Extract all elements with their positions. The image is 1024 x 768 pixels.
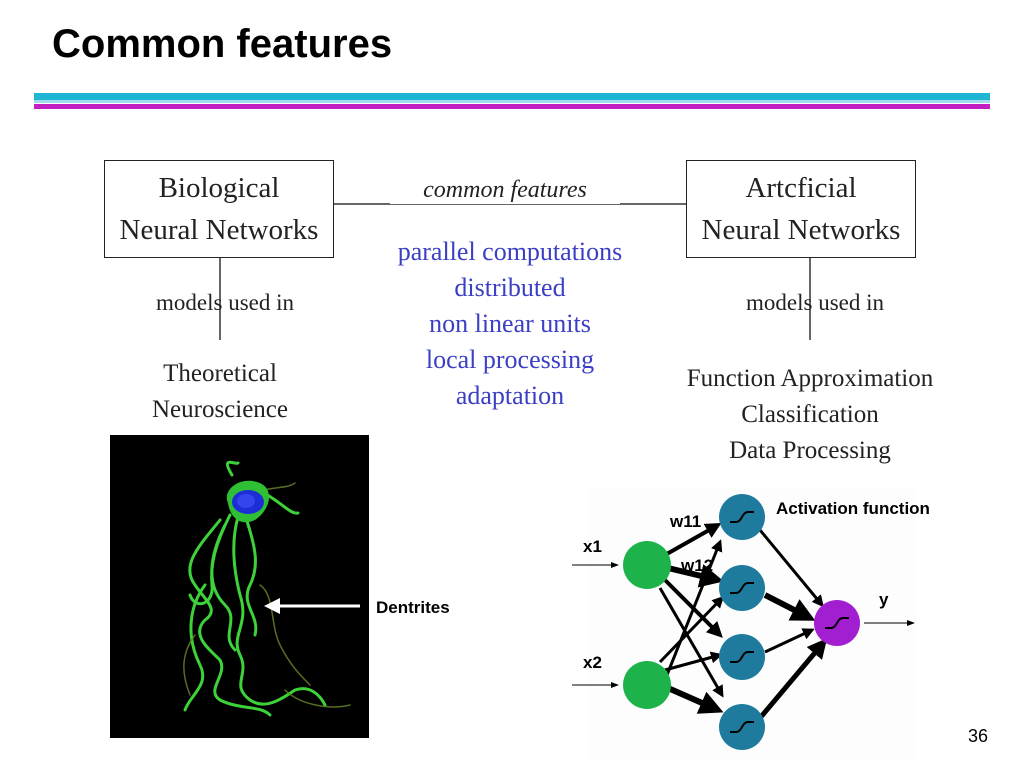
feature-item: adaptation [455,381,565,410]
feature-item: non linear units [429,309,591,338]
page-number: 36 [967,726,988,746]
feature-item: distributed [454,273,566,302]
biological-nn-box: Biological Neural Networks [104,160,334,258]
right-models-label: models used in [746,290,884,315]
title-rule-magenta [34,104,990,109]
title-rule-light [34,100,990,103]
input-label-x2: x2 [583,653,602,672]
activation-function-label: Activation function [776,499,930,518]
title-rule-cyan [34,93,990,100]
biological-nn-line2: Neural Networks [119,214,319,246]
left-applications: Theoretical Neuroscience [110,356,330,428]
input-node [623,661,671,709]
application-item: Data Processing [729,437,891,464]
features-list: parallel computations distributed non li… [360,234,660,414]
left-models-label: models used in [156,290,294,315]
neuron-image [110,435,369,738]
application-item: Classification [741,401,879,428]
dentrites-arrow [264,598,360,614]
artificial-nn-box: Artcficial Neural Networks [686,160,916,258]
weight-label-w12: w12 [681,556,714,575]
dentrites-label: Dentrites [376,598,450,617]
artificial-nn-line2: Neural Networks [701,214,901,246]
feature-item: local processing [425,345,595,374]
input-label-x1: x1 [583,537,602,556]
neural-network-diagram [572,488,916,760]
output-label-y: y [879,590,889,609]
application-item: Neuroscience [151,396,289,423]
feature-item: parallel computations [397,237,623,266]
slide-title: Common features [52,22,393,66]
common-features-label: common features [390,177,620,204]
weight-label-w11: w11 [670,512,702,531]
application-item: Function Approximation [686,365,934,392]
biological-nn-line1: Biological [158,172,280,204]
input-node [623,541,671,589]
artificial-nn-line1: Artcficial [745,172,857,204]
application-item: Theoretical [163,360,277,387]
right-applications: Function Approximation Classification Da… [660,361,960,469]
